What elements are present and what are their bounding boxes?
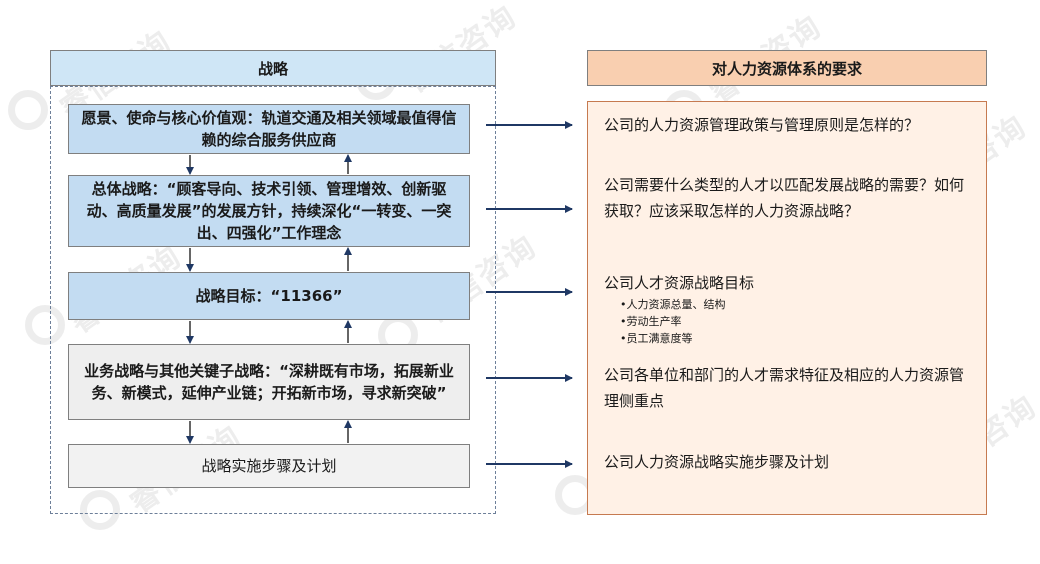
watermark-logo-icon: [25, 305, 65, 345]
vision-text: 愿景、使命与核心价值观：轨道交通及相关领域最值得信赖的综合服务供应商: [81, 109, 457, 149]
requirement-item: 公司各单位和部门的人才需求特征及相应的人力资源管理侧重点: [604, 362, 974, 414]
requirement-text: 公司人力资源战略实施步骤及计划: [604, 453, 830, 471]
requirement-text: 公司的人力资源管理政策与管理原则是怎样的？: [604, 116, 920, 134]
strategic-goal-text: 战略目标：“11366”: [195, 287, 343, 305]
watermark-logo-icon: [80, 490, 120, 530]
requirement-text: 公司各单位和部门的人才需求特征及相应的人力资源管理侧重点: [604, 366, 965, 410]
requirement-subitem: •人力资源总量、结构: [620, 298, 726, 311]
business-strategy-text: 业务战略与其他关键子战略：“深耕既有市场，拓展新业务、新模式，延伸产业链；开拓新…: [84, 362, 454, 402]
requirement-item: 公司的人力资源管理政策与管理原则是怎样的？: [604, 112, 974, 138]
requirements-panel: [587, 101, 987, 515]
requirements-header: 对人力资源体系的要求: [587, 50, 987, 86]
requirement-item: 公司人才资源战略目标 •人力资源总量、结构 •劳动生产率 •员工满意度等: [604, 270, 974, 347]
overall-strategy-text: 总体战略：“顾客导向、技术引领、管理增效、创新驱动、高质量发展”的发展方针，持续…: [86, 180, 452, 242]
requirement-text: 公司人才资源战略目标: [604, 274, 755, 292]
requirement-text: 公司需要什么类型的人才以匹配发展战略的需要？如何获取？应该采取怎样的人力资源战略…: [604, 176, 965, 220]
business-strategy-box: 业务战略与其他关键子战略：“深耕既有市场，拓展新业务、新模式，延伸产业链；开拓新…: [68, 344, 470, 420]
requirement-subitem: •劳动生产率: [620, 315, 682, 328]
watermark-logo-icon: [8, 90, 48, 130]
overall-strategy-box: 总体战略：“顾客导向、技术引领、管理增效、创新驱动、高质量发展”的发展方针，持续…: [68, 175, 470, 247]
strategic-goal-box: 战略目标：“11366”: [68, 272, 470, 320]
requirement-item: 公司人力资源战略实施步骤及计划: [604, 449, 974, 475]
strategy-container: [50, 86, 496, 514]
strategy-header: 战略: [50, 50, 496, 86]
vision-box: 愿景、使命与核心价值观：轨道交通及相关领域最值得信赖的综合服务供应商: [68, 104, 470, 154]
requirement-item: 公司需要什么类型的人才以匹配发展战略的需要？如何获取？应该采取怎样的人力资源战略…: [604, 172, 974, 224]
implementation-box: 战略实施步骤及计划: [68, 444, 470, 488]
requirement-subitem: •员工满意度等: [620, 332, 693, 345]
implementation-text: 战略实施步骤及计划: [201, 457, 337, 475]
